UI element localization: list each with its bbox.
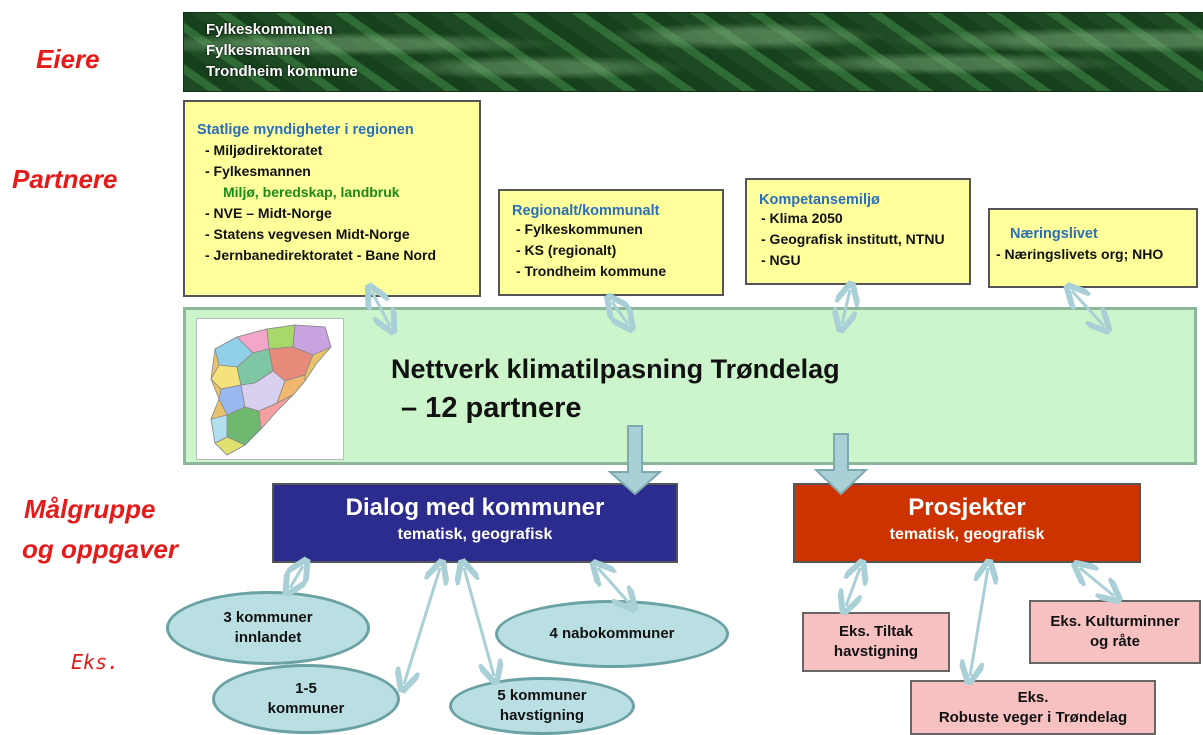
partner-subitem: Miljø, beredskap, landbruk — [223, 184, 400, 200]
partner-item: - NVE – Midt-Norge — [205, 205, 332, 221]
partner-item: - Miljødirektoratet — [205, 142, 323, 158]
example-text: og råte — [1089, 633, 1140, 650]
dialog-title: Dialog med kommuner — [345, 494, 605, 521]
partner-box-state: Statlige myndigheter i regionen - Miljød… — [183, 100, 481, 297]
example-text: Eks. — [1017, 688, 1049, 706]
label-partnere: Partnere — [12, 164, 118, 194]
partner-item: - Fylkesmannen — [205, 163, 311, 179]
projects-box: Prosjekter tematisk, geografisk — [793, 483, 1141, 563]
partner-box-competence: Kompetansemiljø - Klima 2050 - Geografis… — [745, 178, 971, 285]
partner-heading-regional: Regionalt/kommunalt — [512, 203, 660, 219]
example-text: Eks. Tiltak — [839, 623, 913, 640]
owner-item: Fylkeskommunen — [206, 21, 333, 38]
label-eks: Eks. — [71, 650, 120, 674]
partner-box-business: Næringslivet - Næringslivets org; NHO — [988, 208, 1198, 288]
trondelag-map-image — [196, 318, 344, 460]
partner-heading-competence: Kompetansemiljø — [759, 192, 880, 208]
arrow-connector — [970, 568, 988, 676]
dialog-subtitle: tematisk, geografisk — [397, 526, 553, 543]
partner-heading-state: Statlige myndigheter i regionen — [197, 122, 414, 138]
example-text: havstigning — [833, 643, 919, 660]
ellipse-text: 1-5 — [295, 680, 317, 697]
partner-item: - Jernbanedirektoratet - Bane Nord — [205, 247, 437, 263]
label-malgruppe: Målgruppe — [24, 494, 156, 524]
arrow-connector — [372, 292, 390, 326]
ellipse-3-kommuner: 3 kommuner innlandet — [166, 591, 370, 665]
arrow-connector — [1072, 291, 1104, 326]
example-kulturminner: Eks. Kulturminner og råte — [1029, 600, 1201, 664]
arrow-connector — [612, 302, 628, 324]
network-subtitle: – 12 partnere — [401, 392, 582, 424]
partner-heading-business: Næringslivet — [1010, 226, 1098, 242]
partner-item: - Klima 2050 — [761, 210, 843, 226]
arrow-connector — [1080, 568, 1114, 596]
ellipse-text: kommuner — [267, 700, 345, 717]
ellipse-text: innlandet — [234, 629, 302, 646]
arrow-connector — [842, 290, 850, 324]
ellipse-text: havstigning — [499, 707, 585, 724]
partner-item: - Geografisk institutt, NTNU — [761, 231, 945, 247]
label-eiere: Eiere — [36, 44, 100, 74]
owners-banner: Fylkeskommunen Fylkesmannen Trondheim ko… — [183, 12, 1203, 92]
partner-item: - Statens vegvesen Midt-Norge — [205, 226, 410, 242]
arrow-connector — [598, 568, 630, 604]
arrow-connector — [464, 568, 494, 676]
example-tiltak-havstigning: Eks. Tiltak havstigning — [802, 612, 950, 672]
ellipse-1-5-kommuner: 1-5 kommuner — [212, 664, 400, 734]
partner-item: - Næringslivets org; NHO — [996, 246, 1164, 262]
ellipse-text: 3 kommuner — [223, 609, 313, 626]
partner-item: - Trondheim kommune — [516, 263, 667, 279]
projects-title: Prosjekter — [908, 494, 1026, 521]
arrow-connector — [290, 566, 303, 588]
example-robuste-veger: Eks. Robuste veger i Trøndelag — [910, 680, 1156, 735]
projects-subtitle: tematisk, geografisk — [889, 526, 1045, 543]
owner-item: Fylkesmannen — [206, 42, 311, 59]
owner-item: Trondheim kommune — [206, 63, 358, 80]
arrow-connector — [846, 568, 860, 606]
example-text: Robuste veger i Trøndelag — [938, 708, 1128, 726]
partner-item: - NGU — [761, 252, 801, 268]
partner-item: - KS (regionalt) — [516, 242, 617, 258]
ellipse-text: 5 kommuner — [497, 687, 587, 704]
ellipse-text: 4 nabokommuner — [549, 625, 675, 642]
partner-item: - Fylkeskommunen — [516, 221, 643, 237]
network-box: Nettverk klimatilpasning Trøndelag – 12 … — [183, 307, 1197, 465]
label-og-oppgaver: og oppgaver — [22, 534, 179, 564]
example-text: Eks. Kulturminner — [1050, 613, 1180, 630]
network-title: Nettverk klimatilpasning Trøndelag — [391, 354, 840, 384]
ellipse-5-kommuner: 5 kommuner havstigning — [449, 677, 635, 735]
dialog-box: Dialog med kommuner tematisk, geografisk — [272, 483, 678, 563]
owners-list: Fylkeskommunen Fylkesmannen Trondheim ko… — [206, 19, 358, 82]
block-arrow-to-projects — [813, 433, 869, 496]
arrow-connector — [404, 568, 440, 684]
block-arrow-to-dialog — [607, 425, 663, 496]
